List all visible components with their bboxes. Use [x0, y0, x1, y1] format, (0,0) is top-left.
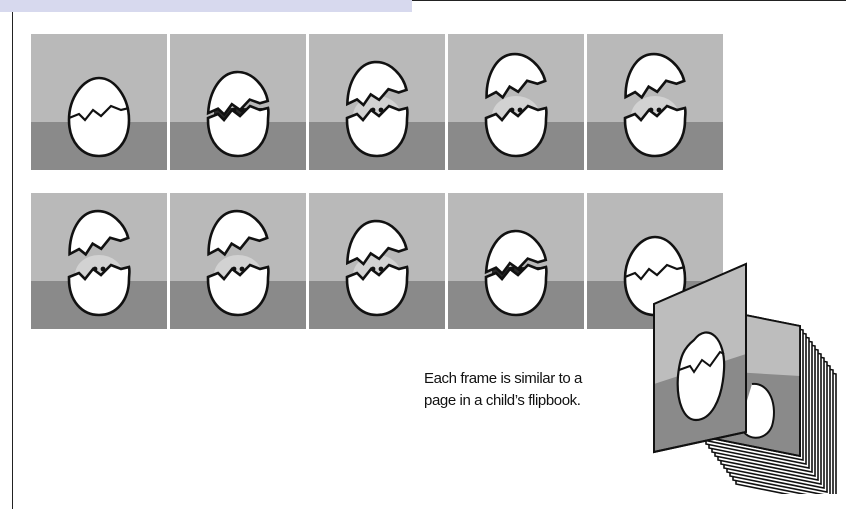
flipbook-caption: Each frame is similar to a page in a chi…: [424, 368, 644, 412]
animation-frame: [309, 34, 445, 170]
frame-chick-visible: [587, 34, 723, 170]
frame-top-lifting: [309, 34, 445, 170]
frame-top-lifting: [309, 193, 445, 329]
frame-chick-beak: [31, 193, 167, 329]
animation-frame: [31, 193, 167, 329]
caption-line-1: Each frame is similar to a: [424, 368, 644, 390]
animation-frame: [587, 34, 723, 170]
animation-frame: [448, 34, 584, 170]
frame-chick-visible: [448, 34, 584, 170]
frame-crack-peek: [170, 34, 306, 170]
animation-frame: [170, 34, 306, 170]
frame-chick-beak: [170, 193, 306, 329]
flipbook-stack-graphic: [650, 262, 840, 494]
caption-line-2: page in a child’s flipbook.: [424, 390, 644, 412]
frame-whole: [31, 34, 167, 170]
tab-strip-overlay: [0, 0, 412, 12]
animation-frame: [170, 193, 306, 329]
flipbook-front-page: [654, 264, 746, 452]
animation-frame: [31, 34, 167, 170]
flipbook-illustration: [650, 262, 840, 499]
animation-frame: [448, 193, 584, 329]
animation-frame: [309, 193, 445, 329]
frame-crack-peek: [448, 193, 584, 329]
